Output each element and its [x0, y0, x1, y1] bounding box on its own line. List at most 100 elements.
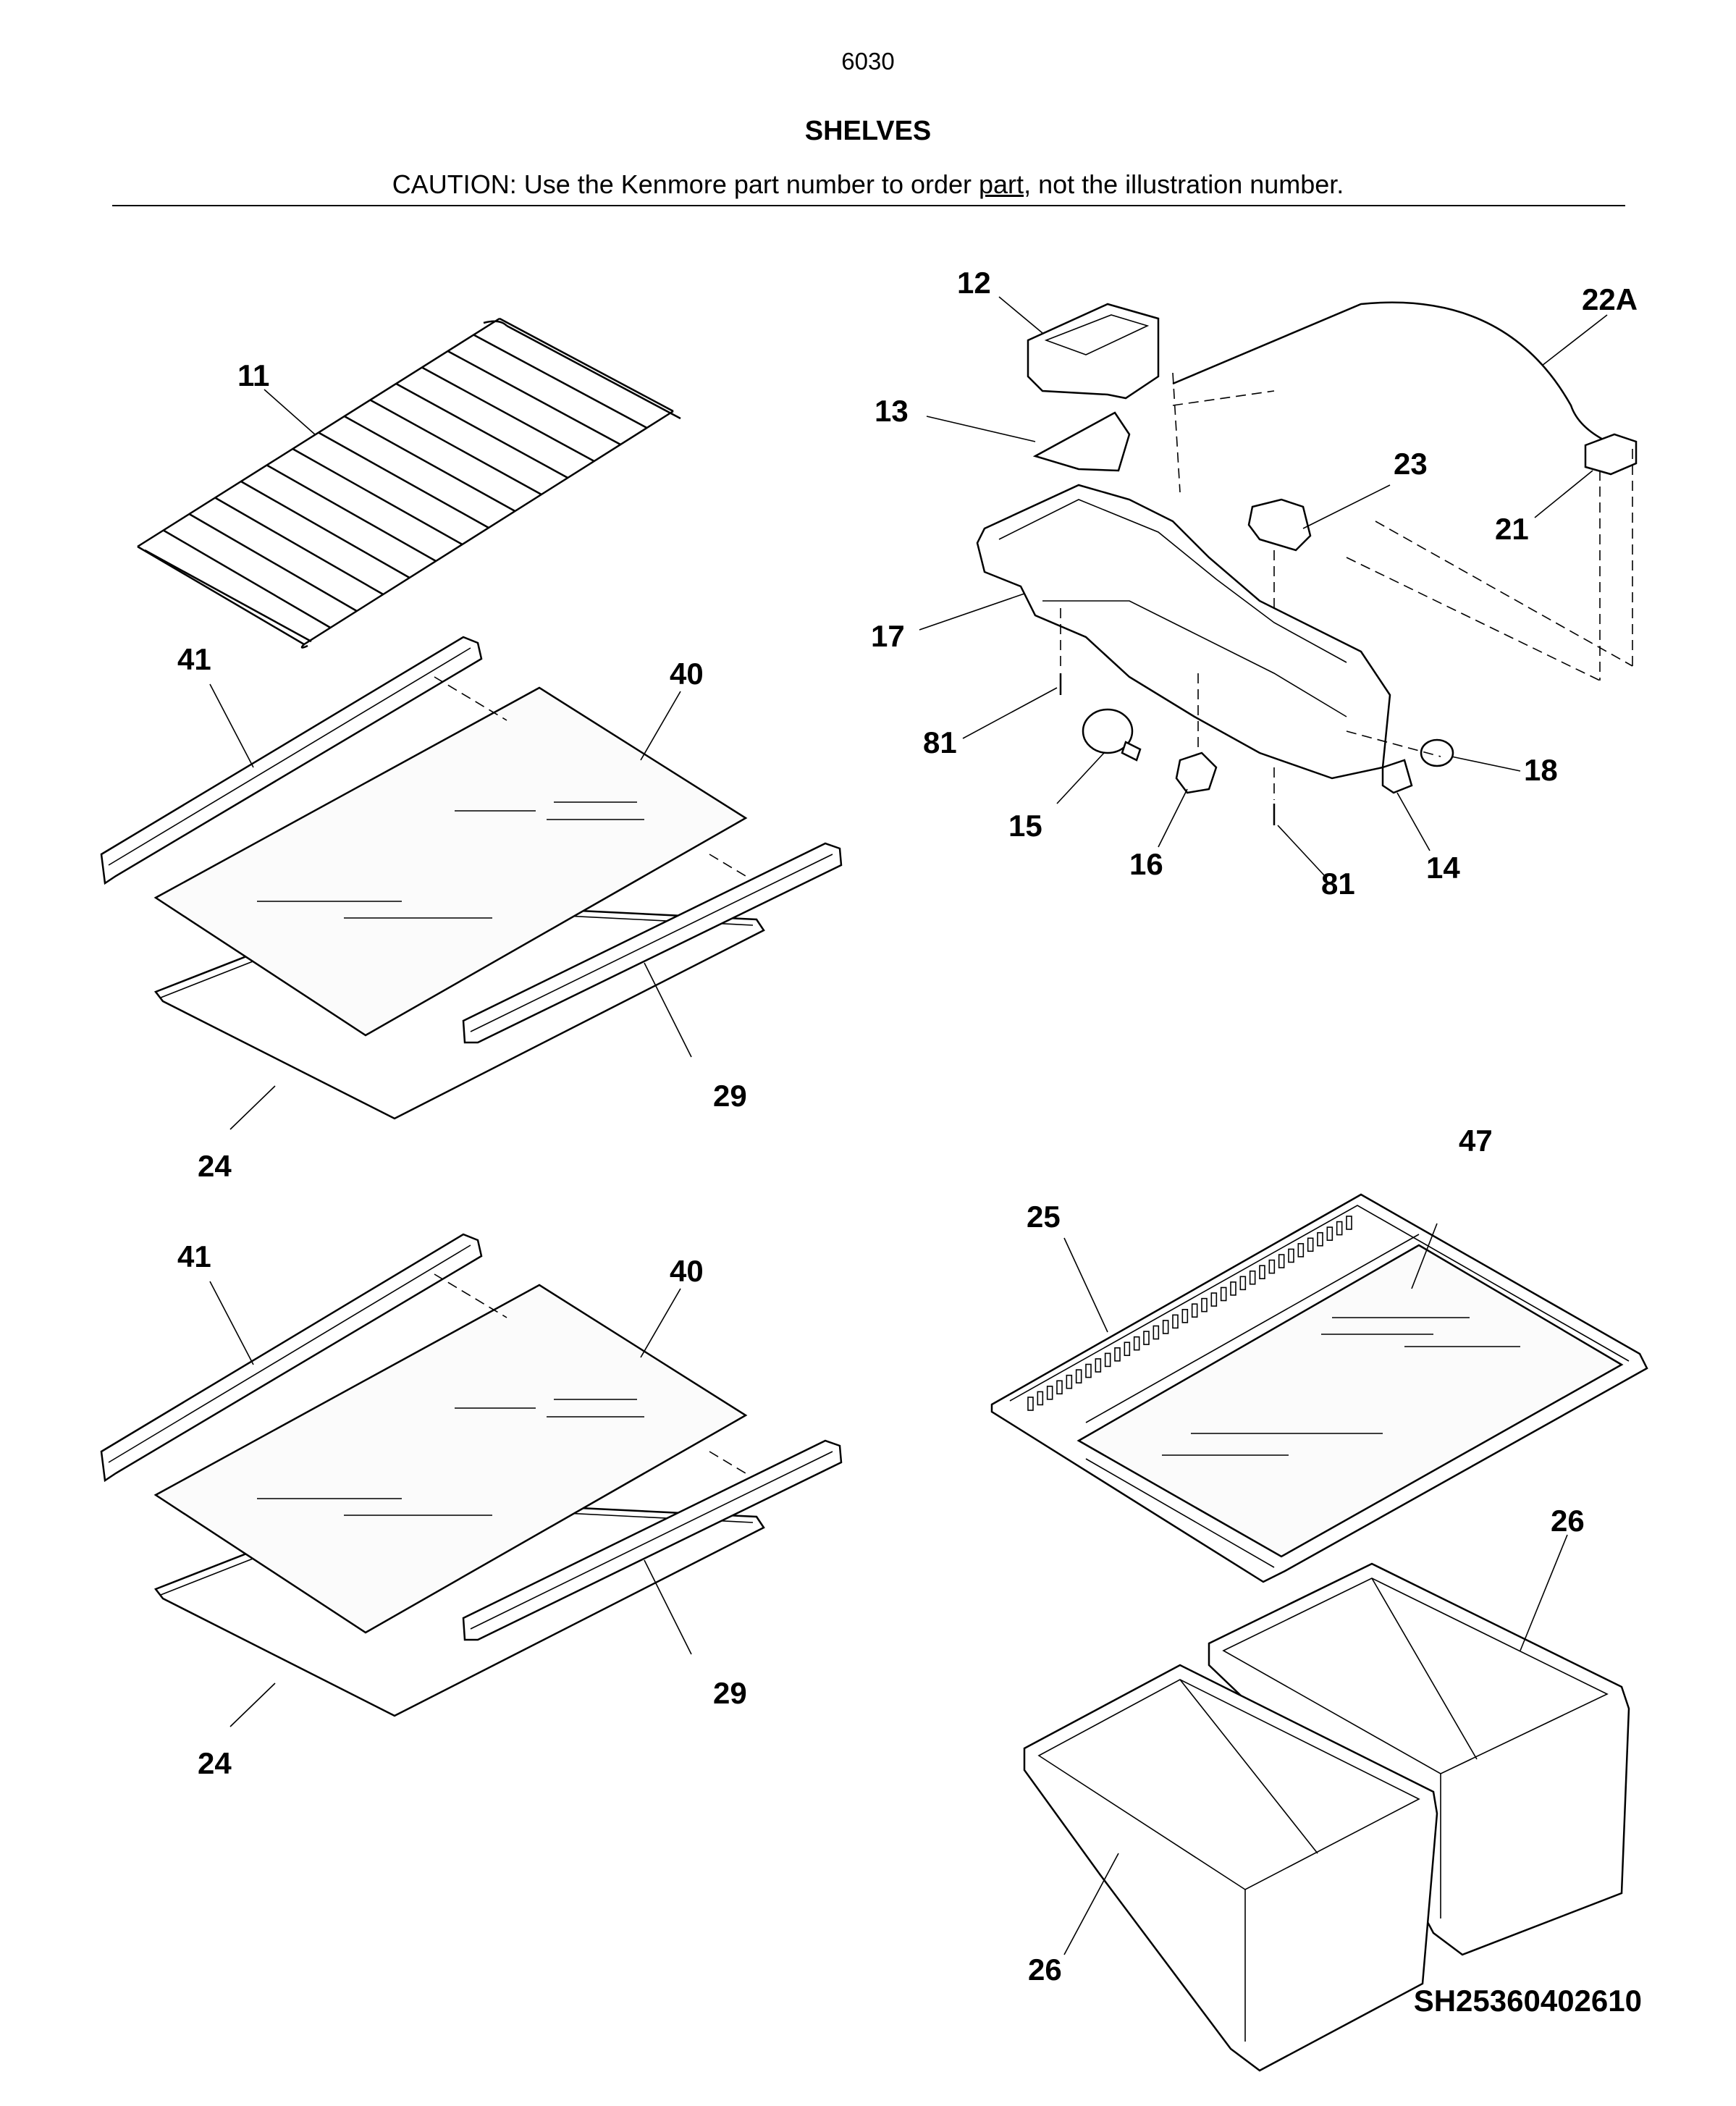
page-number: 6030 — [841, 48, 895, 75]
thermostat-part-21 — [1584, 433, 1638, 476]
vent-slot — [1317, 1231, 1323, 1247]
callout-15: 15 — [1008, 809, 1042, 843]
vent-slot — [1181, 1308, 1189, 1323]
vent-slot — [1210, 1292, 1218, 1307]
page-title: SHELVES — [804, 116, 932, 146]
vent-slot — [1172, 1314, 1179, 1329]
vent-slot — [1143, 1331, 1150, 1345]
shelf-wire — [395, 382, 568, 479]
callout-81-a: 81 — [923, 725, 957, 759]
callout-47: 47 — [1459, 1124, 1493, 1158]
caution-text: CAUTION: Use the Kenmore part number to … — [392, 169, 979, 199]
callout-81-b: 81 — [1321, 867, 1355, 901]
shelf-wire — [214, 497, 384, 596]
callout-41-lower: 41 — [177, 1239, 211, 1273]
vent-slot — [1085, 1363, 1092, 1378]
callout-18: 18 — [1524, 753, 1558, 787]
switch-part-14 — [1381, 759, 1413, 794]
light-bulb-part-15 — [1082, 708, 1134, 754]
vent-slot — [1297, 1243, 1305, 1258]
wire-shelf-part-11[interactable] — [137, 317, 681, 649]
shelf-wire — [188, 513, 358, 612]
shelf-wire — [447, 350, 621, 446]
callout-26-left: 26 — [1028, 1953, 1062, 1987]
glass-shelf-assembly-upper[interactable] — [100, 636, 843, 1120]
vent-slot — [1046, 1386, 1053, 1400]
vent-slot — [1056, 1380, 1063, 1395]
callout-labels: 11 41 40 29 24 41 40 29 24 12 22A 13 23 … — [177, 266, 1638, 1987]
vent-slot — [1220, 1286, 1227, 1302]
vent-slot — [1027, 1397, 1034, 1411]
glass-panel-part-40-upper — [153, 686, 748, 1037]
vent-slot — [1268, 1259, 1276, 1274]
vent-slot — [1133, 1336, 1140, 1351]
shelf-wire — [421, 366, 595, 463]
shelf-wire — [137, 545, 305, 646]
vent-slot — [1326, 1226, 1333, 1241]
shelf-wire — [369, 399, 542, 496]
control-housing-assembly[interactable] — [976, 301, 1638, 825]
callout-41-upper: 41 — [177, 642, 211, 676]
header-divider — [112, 205, 1625, 206]
callout-14: 14 — [1426, 851, 1460, 885]
vent-slot — [1095, 1358, 1102, 1373]
shelf-wire — [163, 529, 332, 629]
knob-part-18 — [1420, 738, 1454, 767]
callout-11: 11 — [237, 358, 269, 392]
diagram-code: SH25360402610 — [1413, 1984, 1642, 2018]
wire-harness-part-22a — [1172, 301, 1608, 443]
callout-40-upper: 40 — [670, 657, 704, 691]
vent-slot — [1346, 1216, 1352, 1230]
vent-slot — [1037, 1391, 1044, 1406]
vent-slot — [1288, 1248, 1294, 1263]
socket-part-16 — [1175, 751, 1218, 794]
shelf-wire — [473, 334, 648, 429]
callout-24-upper: 24 — [198, 1149, 232, 1183]
shelf-wire — [240, 480, 410, 579]
callout-24-lower: 24 — [198, 1746, 232, 1780]
callout-21: 21 — [1495, 512, 1529, 546]
glass-panel-part-40-lower — [153, 1284, 748, 1634]
callout-23: 23 — [1394, 447, 1428, 481]
callout-29-lower: 29 — [713, 1676, 747, 1710]
shelf-wire — [292, 447, 463, 546]
vent-slot — [1124, 1341, 1131, 1357]
shelf-wire — [499, 317, 674, 413]
vent-slot — [1104, 1352, 1111, 1368]
vent-slot — [1307, 1237, 1314, 1252]
vent-slot — [1066, 1374, 1073, 1389]
callout-17: 17 — [871, 619, 905, 653]
caution-part-link[interactable]: part — [979, 169, 1024, 199]
vent-slot — [1201, 1297, 1208, 1313]
glass-shelf-assembly-lower[interactable] — [100, 1233, 843, 1717]
callout-29-upper: 29 — [713, 1079, 747, 1113]
callout-16: 16 — [1129, 847, 1163, 881]
vent-slot — [1336, 1221, 1343, 1236]
callout-12: 12 — [957, 266, 991, 300]
crisper-glass-part-47 — [1076, 1244, 1624, 1558]
callout-40-lower: 40 — [670, 1254, 704, 1288]
crisper-drawer-part-26-left[interactable] — [1023, 1664, 1438, 2072]
light-housing-part-17 — [976, 484, 1391, 780]
diffuser-part-13 — [1032, 411, 1131, 472]
switch-part-23 — [1247, 498, 1312, 552]
leader-lines — [209, 296, 1608, 1955]
vent-slot — [1230, 1281, 1236, 1296]
shelf-wire — [318, 431, 489, 529]
callout-25: 25 — [1027, 1200, 1061, 1234]
crisper-cover-assembly[interactable] — [990, 1193, 1648, 1583]
shelf-wire — [344, 415, 516, 513]
callout-13: 13 — [875, 394, 909, 428]
callout-26-right: 26 — [1551, 1504, 1585, 1538]
vent-slot — [1075, 1369, 1082, 1383]
caution-note: CAUTION: Use the Kenmore part number to … — [0, 169, 1736, 200]
vent-slot — [1191, 1303, 1198, 1318]
shelf-wire — [266, 464, 437, 563]
caution-text-end: , not the illustration number. — [1024, 169, 1344, 199]
vent-slot — [1239, 1276, 1247, 1291]
vent-slot — [1114, 1347, 1121, 1362]
vent-slot — [1162, 1320, 1169, 1334]
crisper-drawer-part-26-right[interactable] — [1208, 1562, 1630, 1956]
vent-slot — [1153, 1325, 1160, 1340]
